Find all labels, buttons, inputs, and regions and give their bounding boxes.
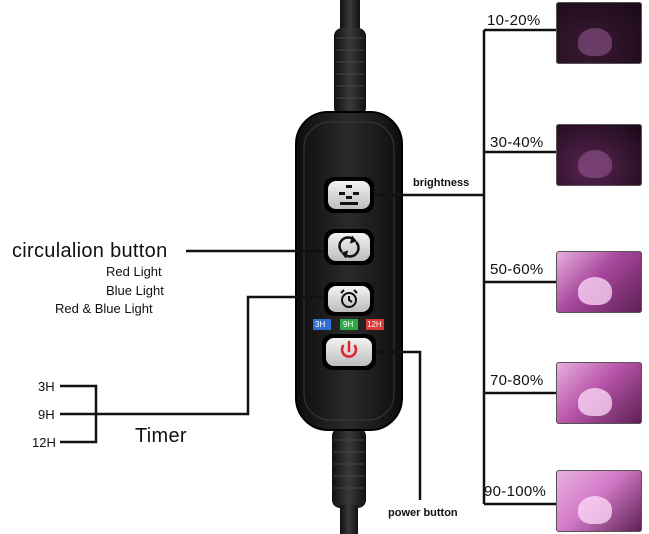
- brightness-level-label-5: 90-100%: [484, 483, 547, 500]
- brightness-level-label-1: 10-20%: [487, 12, 541, 29]
- connector-lines: [60, 28, 556, 506]
- brightness-button[interactable]: [324, 177, 374, 213]
- led-12h: [366, 319, 384, 330]
- circulation-button-label: circulalion button: [12, 240, 168, 262]
- led-9h-label: 9H: [343, 320, 354, 329]
- power-icon: [340, 340, 358, 358]
- led-indicators: [313, 319, 384, 330]
- red-blue-light-label: Red & Blue Light: [55, 301, 153, 316]
- timer-leader-line: [96, 295, 324, 416]
- brightness-preview-3: [556, 251, 642, 313]
- brightness-icon: [339, 185, 359, 205]
- power-button[interactable]: [322, 334, 376, 370]
- timer-option-3h: 3H: [38, 379, 55, 394]
- timer-option-9h: 9H: [38, 407, 55, 422]
- timer-button[interactable]: [324, 282, 374, 316]
- controller-body: [295, 111, 403, 431]
- power-button-label: power button: [388, 507, 458, 519]
- led-3h-label: 3H: [315, 320, 326, 329]
- cycle-icon: [338, 235, 360, 259]
- brightness-label: brightness: [413, 177, 470, 189]
- brightness-preview-4: [556, 362, 642, 424]
- preview-object: [578, 277, 612, 305]
- led-9h: [340, 319, 358, 330]
- preview-object: [578, 496, 612, 524]
- red-light-label: Red Light: [106, 264, 162, 279]
- power-cable-bottom: [332, 428, 366, 534]
- brightness-level-label-4: 70-80%: [490, 372, 544, 389]
- preview-object: [578, 28, 612, 56]
- alarm-clock-icon: [340, 289, 358, 308]
- brightness-level-label-2: 30-40%: [490, 134, 544, 151]
- brightness-preview-2: [556, 124, 642, 186]
- brightness-preview-1: [556, 2, 642, 64]
- led-12h-label: 12H: [367, 320, 382, 329]
- power-leader-line: [376, 350, 422, 500]
- timer-option-12h: 12H: [32, 435, 56, 450]
- brightness-preview-5: [556, 470, 642, 532]
- preview-object: [578, 388, 612, 416]
- timer-label: Timer: [135, 425, 187, 447]
- led-3h: [313, 319, 331, 330]
- circulation-button[interactable]: [324, 229, 374, 265]
- blue-light-label: Blue Light: [106, 283, 164, 298]
- power-cable-top: [334, 0, 366, 116]
- preview-object: [578, 150, 612, 178]
- brightness-level-label-3: 50-60%: [490, 261, 544, 278]
